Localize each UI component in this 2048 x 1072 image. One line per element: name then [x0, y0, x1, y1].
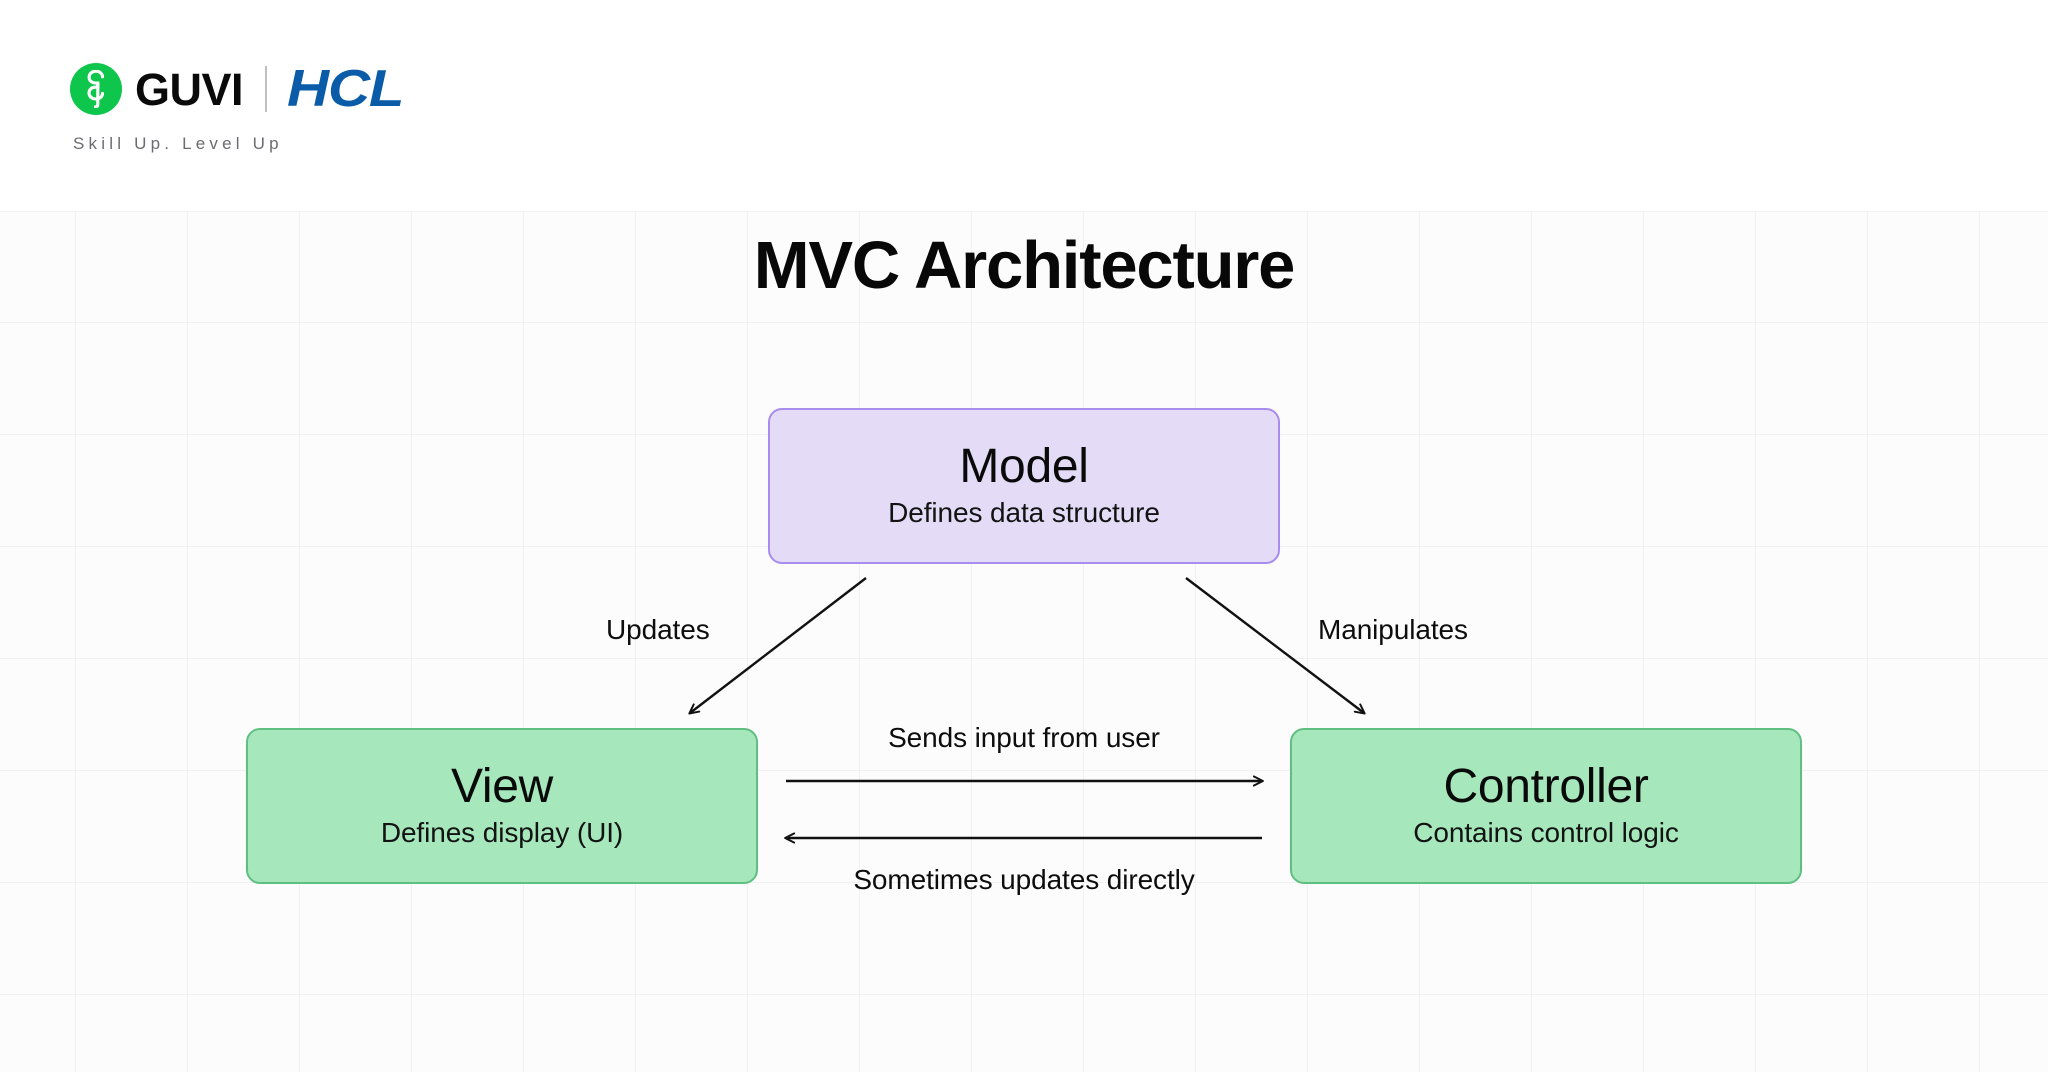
node-controller-subtitle: Contains control logic	[1413, 817, 1679, 849]
node-model-title: Model	[959, 440, 1089, 493]
node-model-subtitle: Defines data structure	[888, 497, 1160, 529]
header-band	[0, 0, 2048, 212]
guvi-wordmark: GUVI	[135, 63, 244, 115]
node-view-title: View	[451, 760, 553, 813]
node-model[interactable]: Model Defines data structure	[768, 408, 1280, 564]
node-controller[interactable]: Controller Contains control logic	[1290, 728, 1802, 884]
hcl-wordmark: HCL	[287, 60, 404, 118]
brand-divider	[265, 66, 268, 112]
page-title: MVC Architecture	[753, 228, 1296, 303]
node-view-subtitle: Defines display (UI)	[380, 817, 624, 849]
arrow-model-to-view	[690, 577, 867, 713]
node-controller-title: Controller	[1443, 760, 1649, 813]
edge-label-manipulates: Manipulates	[1318, 614, 1468, 645]
edge-label-updates: Updates	[606, 614, 710, 645]
node-view[interactable]: View Defines display (UI)	[246, 728, 758, 884]
brand-tagline: Skill Up. Level Up	[73, 134, 283, 153]
edge-label-sometimes-updates: Sometimes updates directly	[853, 864, 1195, 895]
brand-row: GUVI HCL	[70, 58, 404, 120]
guvi-g-icon	[70, 63, 122, 115]
brand-lockup: GUVI HCL Skill Up. Level Up	[70, 58, 404, 154]
edge-label-sends-input: Sends input from user	[888, 722, 1160, 753]
